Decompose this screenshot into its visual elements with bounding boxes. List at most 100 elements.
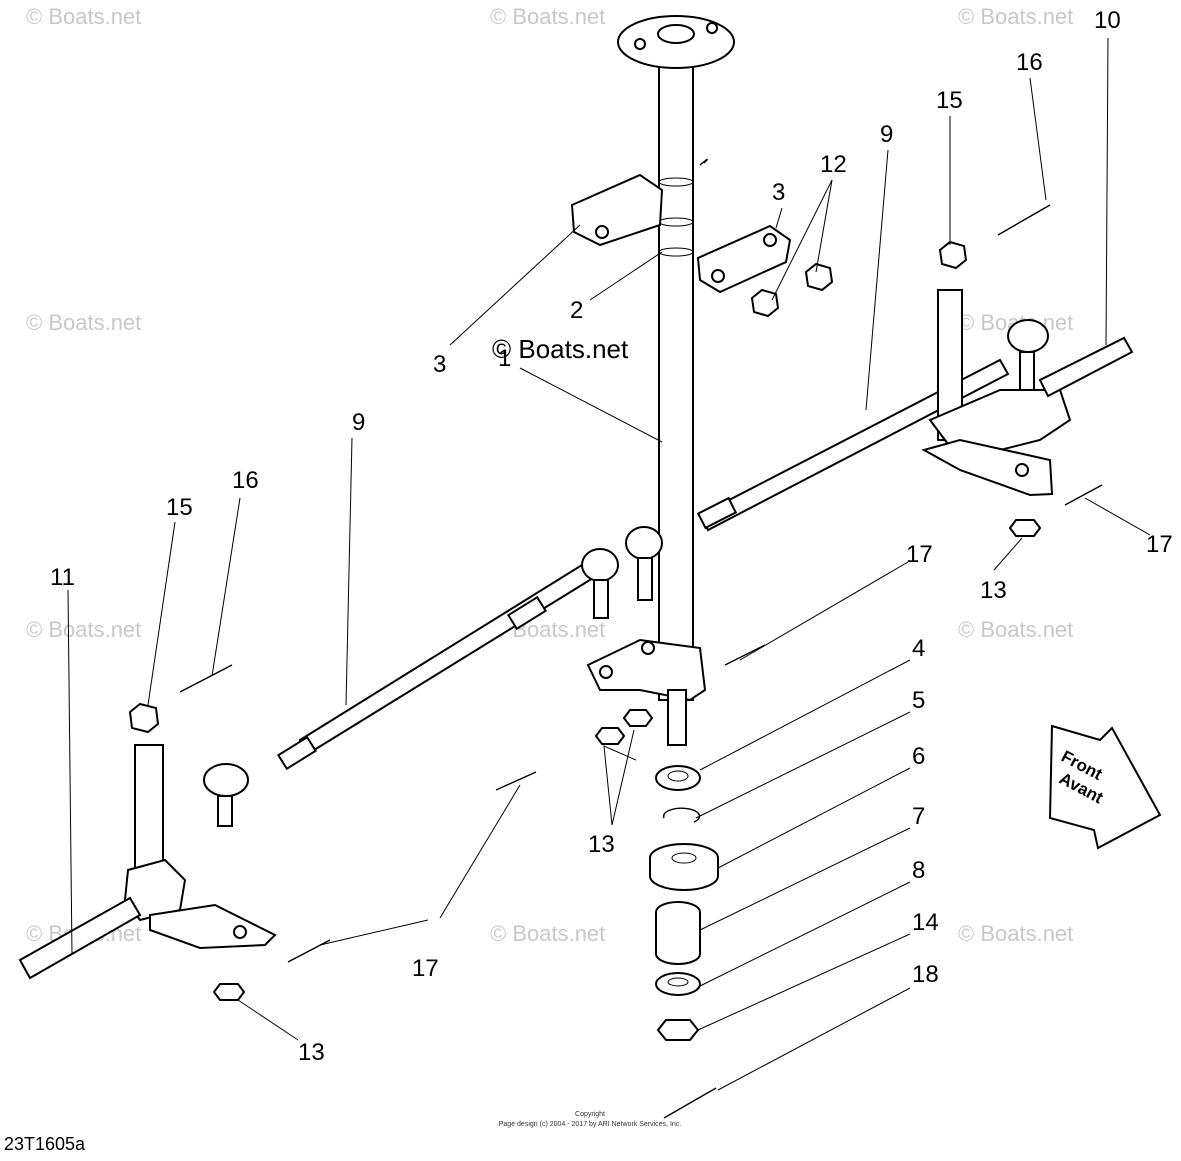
front-direction-arrow: Front Avant — [1048, 724, 1162, 850]
flange-nut — [656, 1019, 700, 1041]
tie-rod-end — [203, 763, 249, 797]
shaft-pin — [667, 689, 687, 746]
callout-9: 9 — [352, 409, 365, 436]
watermark: © Boats.net — [26, 310, 141, 335]
spacer-bore — [671, 852, 697, 864]
clamp-hole — [711, 269, 725, 283]
copyright-notice: Page design (c) 2004 - 2017 by ARI Netwo… — [499, 1121, 682, 1128]
leader-line — [1105, 37, 1109, 346]
callout-9: 9 — [880, 121, 893, 148]
sleeve — [655, 901, 701, 965]
callout-11: 11 — [50, 564, 75, 591]
callout-1: 1 — [498, 345, 511, 372]
callout-18: 18 — [912, 961, 939, 988]
callout-13: 13 — [588, 831, 615, 858]
leader-line — [717, 987, 911, 1091]
spindle-axle — [1038, 336, 1134, 398]
watermark-prominent: © Boats.net — [492, 334, 629, 364]
mount-hub — [657, 24, 695, 44]
callout-6: 6 — [912, 743, 925, 770]
leader-line — [449, 224, 581, 346]
copyright-title: Copyright — [575, 1111, 605, 1118]
washer-bore — [667, 977, 689, 987]
callout-numbers: 1 2 3 3 4 5 6 7 8 9 9 10 11 12 13 13 13 … — [50, 7, 1173, 1066]
leader-line — [775, 207, 783, 229]
tie-rod-adjuster — [696, 496, 738, 530]
leader-line — [439, 784, 521, 919]
callout-14: 14 — [912, 909, 939, 936]
steering-column — [586, 15, 735, 746]
washer — [655, 972, 701, 996]
leader-line — [345, 437, 353, 706]
callout-7: 7 — [912, 803, 925, 830]
bracket-hole — [599, 665, 613, 679]
right-spindle — [921, 240, 1134, 497]
callout-17: 17 — [1146, 531, 1173, 558]
ball-stud — [593, 579, 609, 619]
watermark: © Boats.net — [958, 4, 1073, 29]
mount-hole — [706, 22, 718, 34]
flange-nut — [212, 983, 246, 1001]
tie-rod-adjuster — [276, 735, 318, 771]
bracket-hole — [641, 641, 655, 655]
ball-stud — [217, 795, 233, 827]
leader-line — [699, 881, 911, 987]
column-clamps — [570, 173, 834, 318]
watermark: © Boats.net — [958, 617, 1073, 642]
watermark: © Boats.net — [490, 921, 605, 946]
flange-nuts — [212, 519, 1042, 1001]
leader-line — [739, 561, 909, 661]
callout-13: 13 — [980, 577, 1007, 604]
column-clamp — [696, 224, 792, 294]
cotter-pin — [287, 939, 331, 963]
watermark: © Boats.net — [26, 617, 141, 642]
mount-hole — [634, 38, 646, 50]
tie-rod-end — [625, 526, 663, 560]
watermark: © Boats.net — [26, 4, 141, 29]
ball-stud — [637, 557, 653, 601]
callout-3: 3 — [772, 179, 785, 206]
leader-line — [815, 179, 833, 273]
spacer — [649, 843, 719, 891]
shaft-groove — [658, 177, 694, 187]
kingpin — [134, 744, 164, 876]
leader-line — [611, 729, 635, 826]
direction-arrow-icon — [1048, 724, 1162, 850]
lower-stack — [649, 765, 719, 1041]
leader-line — [147, 521, 176, 706]
leader-line — [1029, 77, 1047, 201]
bushing — [655, 765, 701, 791]
callout-17: 17 — [906, 541, 933, 568]
left-spindle — [18, 702, 277, 980]
leader-lines — [67, 37, 1151, 1091]
column-clamp — [570, 173, 664, 247]
clamp-hole — [595, 225, 609, 239]
callout-8: 8 — [912, 857, 925, 884]
leader-line — [603, 745, 637, 826]
cotter-pins — [179, 204, 1103, 1119]
callout-10: 10 — [1094, 7, 1121, 34]
callout-15: 15 — [936, 87, 963, 114]
clamp-hole — [763, 233, 777, 247]
shaft-groove — [658, 247, 694, 257]
cotter-pin — [724, 644, 766, 666]
flange-nut — [594, 727, 626, 745]
cotter-pin — [663, 1087, 717, 1119]
leader-line — [699, 827, 911, 931]
leader-line — [717, 767, 911, 869]
tie-rod-end — [1007, 319, 1049, 353]
cotter-pin — [1064, 484, 1103, 506]
steering-arm — [149, 903, 277, 950]
leader-line — [211, 497, 241, 677]
leader-line — [589, 251, 663, 301]
callout-5: 5 — [912, 687, 925, 714]
leader-line — [865, 149, 889, 411]
callout-4: 4 — [912, 635, 925, 662]
castle-nut — [938, 240, 968, 270]
snap-ring — [662, 807, 701, 823]
steering-arm — [921, 438, 1054, 497]
spindle-axle — [18, 896, 142, 980]
leader-line — [771, 179, 833, 301]
watermark: © Boats.net — [958, 921, 1073, 946]
